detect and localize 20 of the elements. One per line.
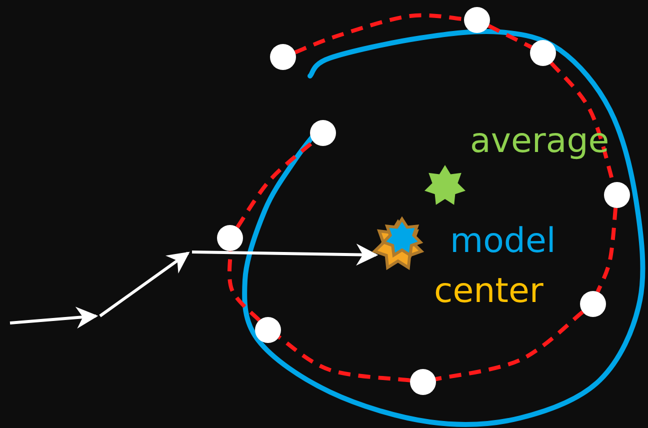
- dashed-connector: [435, 310, 584, 382]
- point-marker: [464, 7, 490, 33]
- point-marker: [530, 40, 556, 66]
- point-marker: [217, 225, 243, 251]
- dashed-connector: [488, 24, 532, 49]
- star-label: center: [434, 272, 544, 310]
- point-marker: [310, 120, 336, 146]
- dashed-connector: [596, 208, 618, 293]
- point-marker: [255, 317, 281, 343]
- point-marker: [270, 44, 296, 70]
- point-marker: [410, 369, 436, 395]
- point-marker: [604, 182, 630, 208]
- dashed-connector: [294, 13, 464, 54]
- dashed-connector: [278, 335, 410, 382]
- star-label: model: [450, 222, 556, 260]
- arrow: [192, 244, 378, 266]
- point-marker: [580, 291, 606, 317]
- dashed-connector: [236, 140, 315, 228]
- dashed-connector: [227, 250, 261, 322]
- star-label: average: [470, 122, 610, 160]
